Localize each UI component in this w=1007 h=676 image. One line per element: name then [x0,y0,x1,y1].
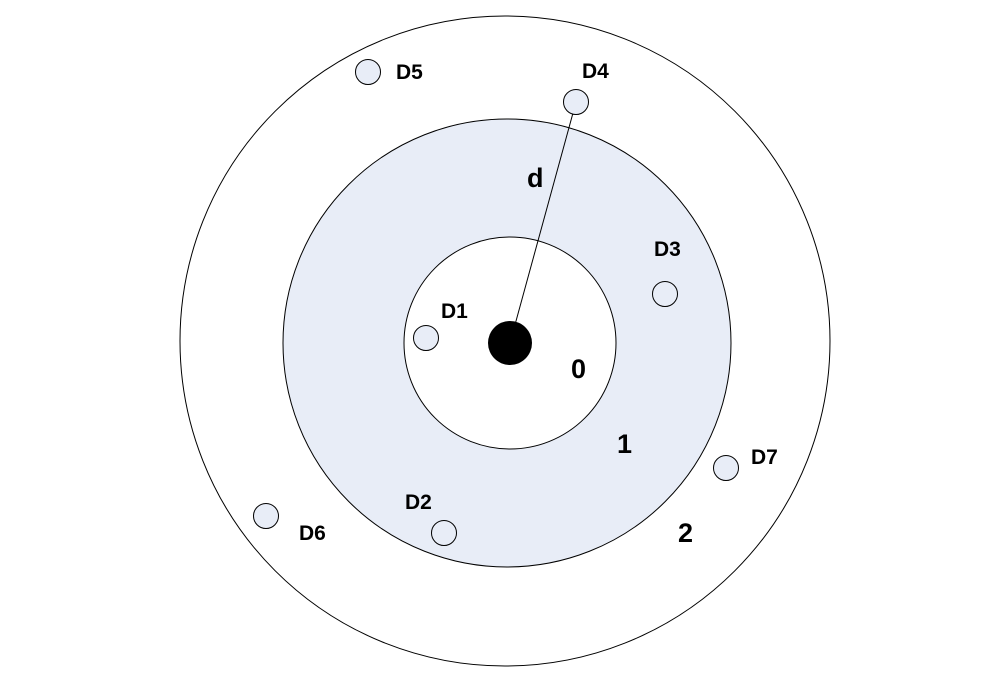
node-label-d2: D2 [405,491,432,514]
center-node [488,321,532,365]
node-d3 [652,281,678,307]
node-label-d3: D3 [654,238,681,261]
distance-label: d [527,163,544,193]
node-d7 [713,455,739,481]
node-d2 [431,520,457,546]
zone-label-0: 0 [571,354,586,384]
distance-line [509,101,577,344]
node-label-d7: D7 [751,446,778,469]
node-d5 [355,59,381,85]
node-label-d5: D5 [396,61,423,84]
node-d4 [563,89,589,115]
zone-label-1: 1 [617,429,632,459]
node-label-d4: D4 [582,60,609,83]
node-label-d6: D6 [299,522,326,545]
node-d1 [413,325,439,351]
zone-label-2: 2 [678,518,693,548]
node-d6 [253,503,279,529]
node-label-d1: D1 [441,300,468,323]
